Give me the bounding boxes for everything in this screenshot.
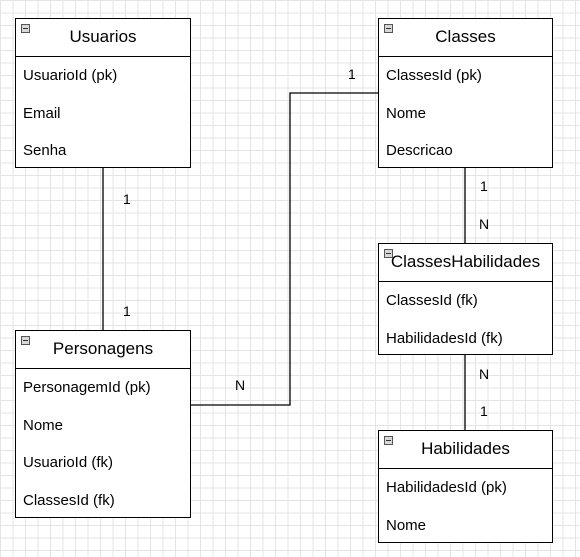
field-row: UsuarioId (fk): [23, 454, 114, 471]
entity-title: Habilidades: [421, 439, 510, 458]
entity-classeshabilidades[interactable]: ClassesHabilidades ClassesId (fk) Habili…: [378, 243, 553, 355]
collapse-icon[interactable]: [21, 336, 30, 345]
field-row: ClassesId (fk): [386, 292, 478, 309]
entity-header: ClassesHabilidades: [379, 244, 552, 282]
field-row: PersonagemId (pk): [23, 379, 151, 396]
entity-title: ClassesHabilidades: [390, 252, 541, 271]
entity-header: Habilidades: [379, 431, 552, 469]
cardinality-label: 1: [123, 303, 131, 319]
field-row: Nome: [386, 104, 427, 122]
cardinality-label: 1: [480, 178, 488, 194]
field-row: ClassesId (fk): [23, 491, 115, 509]
cardinality-label: 1: [480, 403, 488, 419]
field-row: Nome: [386, 516, 427, 534]
entity-title: Classes: [435, 27, 496, 46]
entity-habilidades[interactable]: Habilidades HabilidadesId (pk) Nome: [378, 430, 553, 543]
cardinality-label: N: [235, 377, 246, 393]
entity-header: Usuarios: [16, 19, 190, 57]
collapse-icon[interactable]: [384, 436, 393, 445]
entity-personagens[interactable]: Personagens PersonagemId (pk) Nome Usuar…: [15, 330, 191, 518]
field-row: Descricao: [386, 142, 453, 159]
field-row: HabilidadesId (pk): [386, 479, 507, 496]
field-row: ClassesId (pk): [386, 67, 482, 84]
cardinality-label: N: [479, 366, 490, 382]
cardinality-label: N: [479, 216, 490, 232]
entity-usuarios[interactable]: Usuarios UsuarioId (pk) Email Senha: [15, 18, 191, 168]
collapse-icon[interactable]: [384, 24, 393, 33]
entity-title: Personagens: [52, 339, 154, 358]
field-row: Nome: [23, 416, 64, 434]
collapse-icon[interactable]: [21, 24, 30, 33]
collapse-icon[interactable]: [384, 249, 393, 258]
entity-header: Personagens: [16, 331, 190, 369]
field-row: UsuarioId (pk): [23, 67, 118, 84]
cardinality-label: 1: [348, 66, 356, 82]
field-row: Email: [23, 104, 61, 122]
entity-classes[interactable]: Classes ClassesId (pk) Nome Descricao: [378, 18, 553, 168]
field-row: Senha: [23, 142, 67, 159]
entity-title: Usuarios: [69, 27, 137, 46]
personagens-classes-line: [190, 92, 378, 406]
cardinality-label: 1: [123, 191, 131, 207]
field-row: HabilidadesId (fk): [386, 329, 503, 347]
entity-header: Classes: [379, 19, 552, 57]
